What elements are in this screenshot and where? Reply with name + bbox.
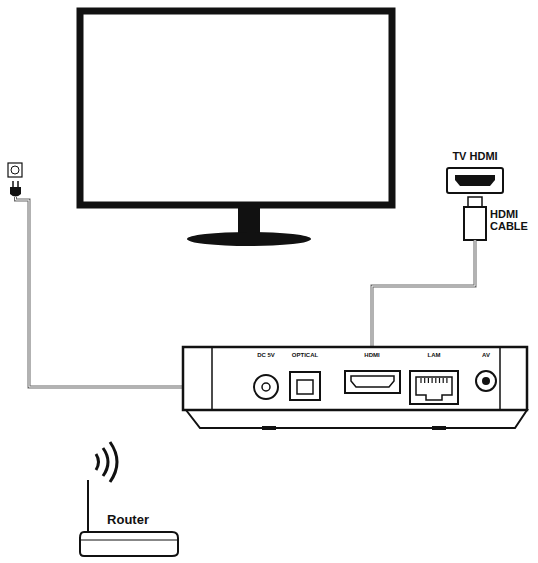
wifi-signal — [96, 454, 99, 470]
box-base — [186, 410, 527, 428]
hdmi-cable — [372, 240, 475, 347]
port-label: OPTICAL — [292, 352, 318, 359]
box-panel — [212, 347, 500, 410]
tv-neck — [238, 208, 260, 234]
box-body — [183, 347, 527, 410]
box-foot — [432, 426, 446, 430]
lan-pin — [420, 378, 421, 383]
wifi-signal — [110, 442, 117, 482]
hdmi-cable — [372, 240, 475, 347]
cable-label: HDMI CABLE — [490, 208, 534, 232]
port-label: HDMI — [364, 352, 379, 359]
lan-pin — [443, 378, 444, 383]
hdmi-port — [345, 371, 400, 393]
tv-screen — [80, 11, 392, 205]
plug-pin — [12, 181, 14, 187]
plug-pin — [17, 181, 19, 187]
hdmi-plug-tip — [468, 197, 482, 207]
lan-pin — [428, 378, 429, 383]
tv-hdmi-port — [447, 168, 503, 193]
port-label: TV HDMI — [452, 150, 497, 162]
dc-port — [254, 375, 278, 399]
tv-base — [187, 232, 311, 246]
lan-port — [416, 377, 452, 400]
lan-pin — [435, 378, 436, 383]
dc-port — [262, 383, 270, 391]
av-port — [482, 377, 490, 385]
lan-pins — [421, 378, 447, 383]
port-label: DC 5V — [257, 352, 275, 359]
optical-port — [297, 380, 313, 394]
port-label: AV — [482, 352, 490, 359]
optical-port — [290, 372, 320, 400]
lan-pin — [432, 378, 433, 383]
port-label: LAM — [428, 352, 441, 359]
lan-pin — [424, 378, 425, 383]
lan-pin — [439, 378, 440, 383]
router-antenna — [87, 480, 89, 532]
outlet-icon — [11, 166, 19, 174]
router-body — [80, 540, 178, 541]
lan-pin — [446, 378, 447, 383]
lan-port — [410, 371, 458, 404]
power-plug — [10, 187, 21, 197]
outlet-icon — [8, 163, 22, 177]
av-port — [476, 371, 496, 391]
router-body — [80, 532, 178, 556]
tv-hdmi-port — [455, 175, 495, 186]
hdmi-port — [351, 376, 394, 387]
box-foot — [262, 426, 276, 430]
wifi-signal — [103, 448, 108, 476]
hdmi-plug — [464, 207, 486, 240]
device-label: Router — [107, 513, 149, 527]
